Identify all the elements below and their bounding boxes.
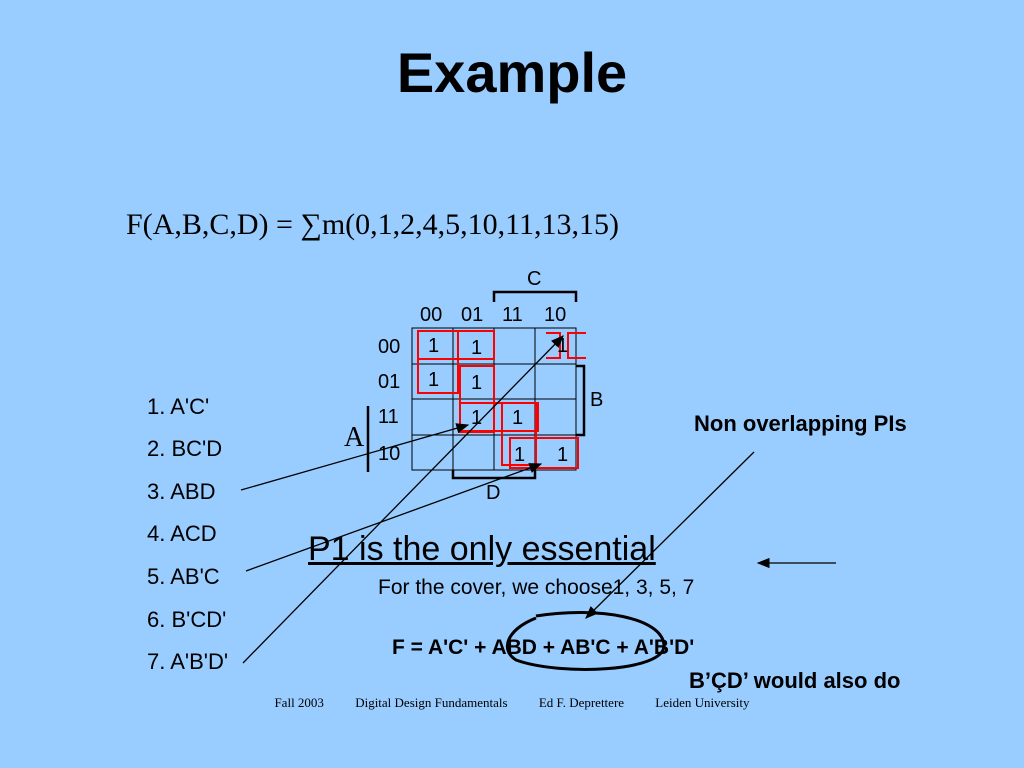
loop-ab-c (509, 437, 579, 469)
loop-acd (501, 402, 537, 466)
kmap-row-header: 00 (378, 336, 401, 358)
loop-abd (459, 402, 539, 432)
kmap-row-header: 10 (378, 443, 401, 465)
footer-term: Fall 2003 (274, 695, 324, 710)
alternative-note: B’ÇD’ would also do (689, 668, 901, 693)
kmap-brackets (366, 290, 586, 480)
kmap-label-c: C (527, 268, 542, 290)
kmap-row-header: 11 (378, 406, 399, 428)
kmap-cell-one: 1 (428, 335, 440, 357)
footer-course: Digital Design Fundamentals (355, 695, 508, 710)
kmap-cell-one: 1 (471, 372, 483, 394)
c-bracket (492, 290, 578, 302)
arrow-a-b-d (242, 335, 564, 664)
prime-implicant-item: 2. BC'D (147, 436, 223, 461)
arrow-abd (240, 423, 470, 491)
prime-implicant-item: 6. B'CD' (147, 607, 227, 632)
b-bracket (576, 364, 586, 437)
kmap-cell-one: 1 (428, 369, 440, 391)
prime-implicant-item: 3. ABD (147, 479, 216, 504)
prime-implicant-item: 1. A'C' (147, 394, 210, 419)
d-bracket (451, 470, 537, 480)
kmap-label-a: A (344, 422, 365, 453)
function-definition: F(A,B,C,D) = ∑m(0,1,2,4,5,10,11,13,15) (126, 208, 620, 241)
kmap-cell-one: 1 (512, 407, 524, 429)
prime-implicant-item: 5. AB'C (147, 564, 220, 589)
kmap-label-b: B (590, 389, 604, 411)
loop-b-cd-right (567, 332, 586, 359)
kmap-cell-one: 1 (557, 444, 569, 466)
final-expression: F = A'C' + ABD + AB'C + A'B'D' (392, 636, 695, 659)
kmap-cell-one: 1 (471, 407, 483, 429)
loop-a-c-inner (417, 330, 459, 394)
kmap-row-header: 01 (378, 371, 401, 393)
prime-implicant-loops (417, 330, 586, 469)
kmap-label-d: D (486, 482, 501, 504)
essential-note: P1 is the only essential (308, 530, 656, 568)
footer-university: Leiden University (655, 695, 750, 710)
footer-author: Ed F. Deprettere (538, 695, 625, 710)
slide-title: Example (396, 41, 628, 104)
kmap-col-header: 00 (420, 304, 443, 326)
non-overlapping-note: Non overlapping PIs (694, 411, 907, 436)
prime-implicant-item: 7. A'B'D' (147, 649, 229, 674)
emphasis-ellipse (505, 611, 666, 671)
kmap-col-header: 11 (502, 304, 523, 326)
kmap-cell-one: 1 (557, 335, 569, 357)
connector-arrows (240, 335, 836, 664)
cover-note: For the cover, we choose1, 3, 5, 7 (378, 576, 695, 599)
arrow-ab-c (245, 463, 543, 572)
prime-implicant-item: 4. ACD (147, 521, 217, 546)
arrow-non-overlapping (585, 451, 755, 619)
kmap-cell-one: 1 (514, 444, 526, 466)
kmap-cell-one: 1 (471, 337, 483, 359)
kmap-col-header: 10 (544, 304, 567, 326)
slide-footer: Fall 2003 Digital Design Fundamentals Ed… (0, 695, 1024, 711)
kmap-col-header: 01 (461, 304, 484, 326)
